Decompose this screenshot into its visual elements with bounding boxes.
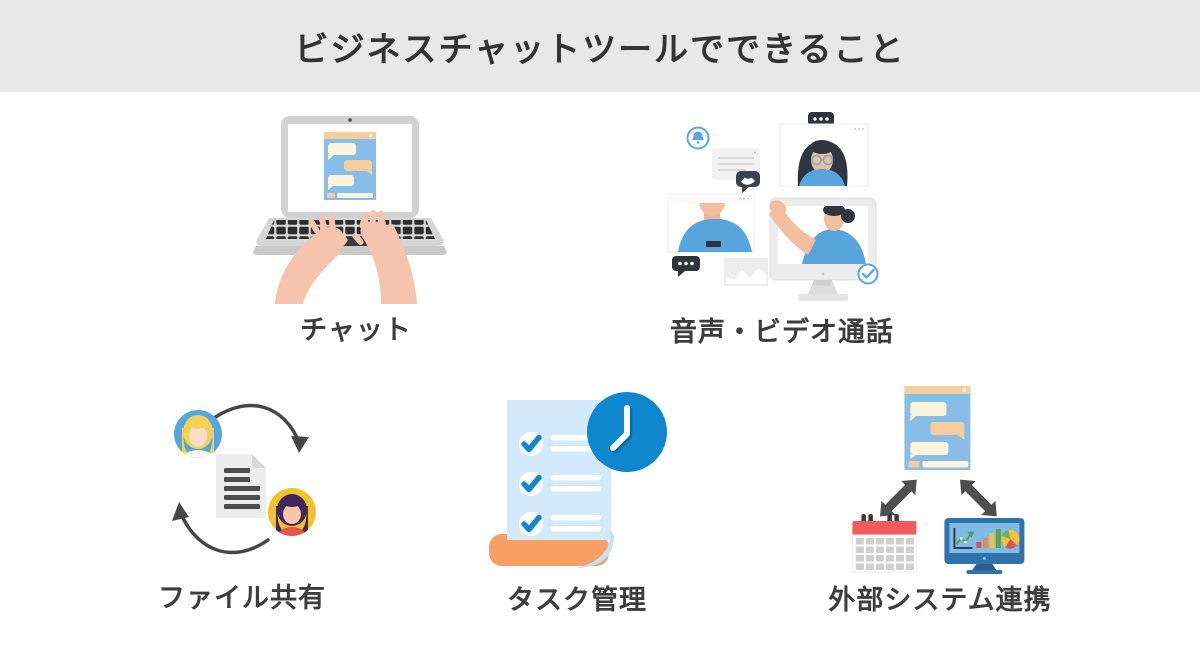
clock-icon	[587, 392, 667, 472]
feature-chat-label: チャット	[300, 315, 412, 345]
phone-call-icon	[736, 171, 760, 193]
feature-video-call: 音声・ビデオ通話	[662, 108, 902, 349]
chat-dots-badge-icon	[672, 256, 700, 277]
external-integration-illustration	[851, 386, 1024, 574]
feature-file-sharing: ファイル共有	[142, 384, 342, 615]
video-call-illustration	[667, 112, 879, 301]
laptop-chat-illustration	[253, 116, 447, 304]
check-item	[519, 432, 601, 456]
avatar-blonde-woman	[174, 410, 222, 458]
laptop-keyboard	[253, 218, 447, 255]
feature-external-integration: 外部システム連携	[828, 382, 1051, 617]
task-management-illustration	[489, 392, 667, 568]
monitor-woman	[769, 197, 877, 301]
analytics-monitor-icon	[943, 518, 1024, 574]
check-item	[519, 472, 601, 496]
chart-card	[724, 258, 768, 286]
calendar-icon	[851, 514, 917, 573]
video-window-woman	[779, 123, 869, 187]
header-band: ビジネスチャットツールでできること	[0, 0, 1200, 92]
check-item	[519, 512, 601, 536]
cycle-arrows	[172, 403, 309, 555]
chat-window	[324, 132, 376, 200]
feature-video-call-label: 音声・ビデオ通話	[670, 317, 894, 347]
document-icon	[216, 454, 266, 518]
double-arrow-left-icon	[879, 479, 917, 517]
file-sharing-illustration	[172, 403, 316, 555]
page-title: ビジネスチャットツールでできること	[294, 30, 906, 69]
check-circle-icon	[857, 263, 879, 285]
avatar-dark-haired-woman	[268, 488, 316, 536]
video-window-man	[667, 193, 755, 253]
chat-window	[903, 386, 970, 470]
feature-file-sharing-label: ファイル共有	[158, 583, 326, 613]
typing-hands	[275, 210, 417, 304]
feature-task-management-label: タスク管理	[507, 585, 647, 615]
feature-task-management: タスク管理	[477, 382, 677, 617]
bell-icon	[686, 126, 710, 150]
feature-external-integration-label: 外部システム連携	[828, 585, 1052, 615]
feature-chat: チャット	[241, 112, 471, 347]
double-arrow-right-icon	[959, 479, 997, 517]
